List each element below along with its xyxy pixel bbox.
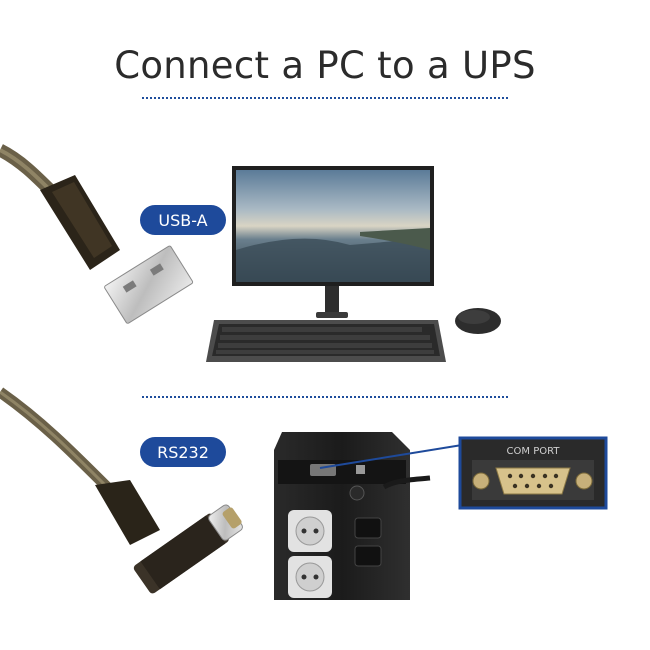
- title-divider: [142, 97, 508, 99]
- com-port-callout: COM PORT: [458, 436, 608, 510]
- page-title: Connect a PC to a UPS: [114, 44, 536, 87]
- keyboard-icon: [206, 320, 446, 362]
- usb-a-badge: USB-A: [140, 205, 226, 235]
- monitor-icon: [232, 166, 434, 318]
- mouse-icon: [455, 308, 501, 334]
- rs232-badge: RS232: [140, 437, 226, 467]
- ups-icon: [274, 432, 431, 600]
- section-divider: [142, 396, 508, 398]
- com-port-label: COM PORT: [507, 446, 561, 457]
